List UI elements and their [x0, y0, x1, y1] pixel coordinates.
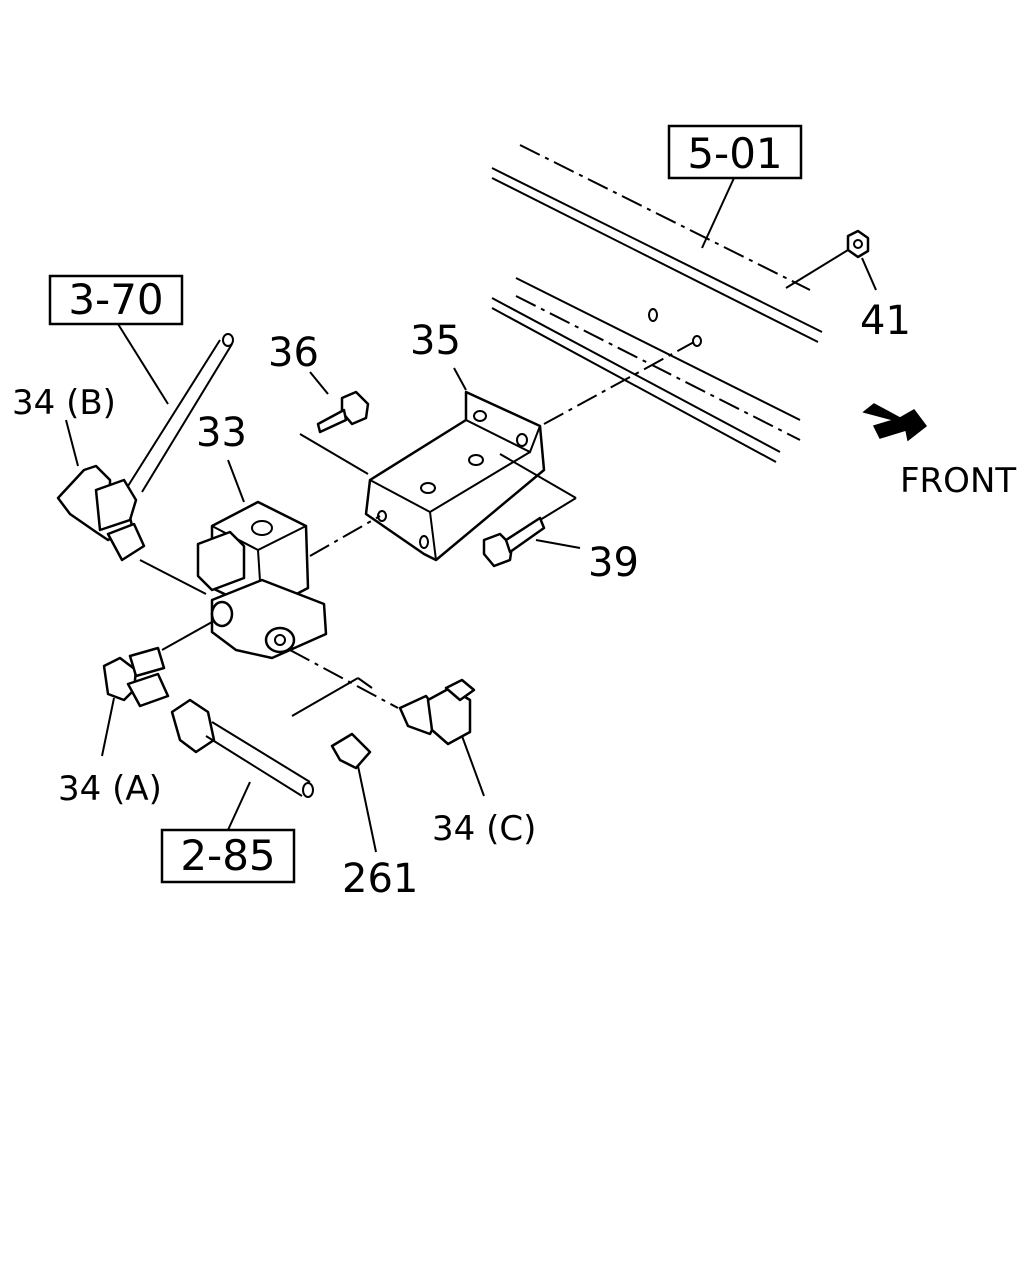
label-part-33: 33 [196, 410, 247, 456]
label-part-261: 261 [342, 856, 418, 902]
fitting-34a [101, 621, 213, 757]
solenoid-valve-33 [196, 459, 381, 660]
frame-rail [491, 144, 823, 463]
svg-text:3-70: 3-70 [68, 275, 163, 324]
label-part-36: 36 [268, 330, 319, 376]
svg-text:2-85: 2-85 [180, 831, 275, 880]
hose-fitting-34b [56, 333, 234, 595]
label-part-41: 41 [860, 298, 911, 344]
reference-box-5-01[interactable]: 5-01 [667, 124, 803, 180]
label-part-34a: 34 (A) [58, 769, 162, 809]
plug-261 [291, 677, 377, 853]
arrow-right-down-icon [862, 403, 928, 442]
fitting-34c [289, 649, 485, 797]
nut-41 [785, 229, 877, 291]
bracket-35 [364, 341, 695, 562]
pipe-2-85 [170, 698, 314, 831]
reference-box-3-70[interactable]: 3-70 [48, 274, 184, 326]
bolt-39 [482, 453, 581, 568]
label-part-34b: 34 (B) [12, 383, 116, 423]
label-part-35: 35 [410, 318, 461, 364]
svg-text:5-01: 5-01 [687, 129, 782, 178]
bolt-36 [299, 371, 370, 475]
front-direction-label: FRONT [900, 461, 1016, 501]
label-part-39: 39 [588, 540, 639, 586]
label-part-34c: 34 (C) [432, 809, 536, 849]
reference-box-2-85[interactable]: 2-85 [160, 828, 296, 884]
